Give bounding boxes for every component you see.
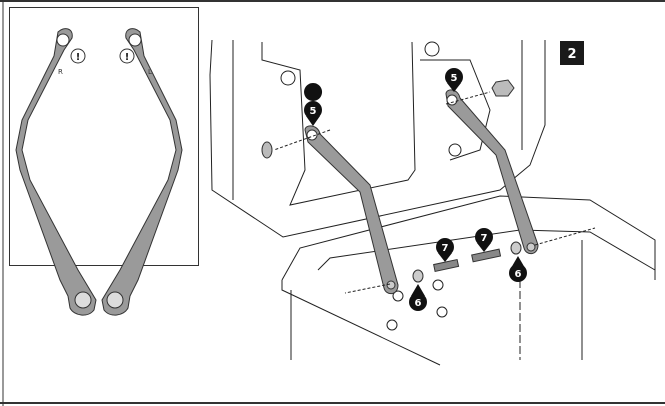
svg-text:7: 7 [442,243,449,254]
washer-left [412,269,424,283]
svg-text:2: 2 [567,47,576,62]
warning-icon: ! [70,48,86,64]
inset-panel: R L ! ! [9,7,199,316]
callout-5-left: 5 [304,83,323,126]
warning-icon: ! [119,48,135,64]
step-badge: 2 [560,41,584,65]
svg-text:5: 5 [451,73,458,84]
lower-case-illustration [281,195,656,366]
callout-6-right: 6 [509,256,527,282]
callout-6-left: 6 [409,284,427,311]
nut-top-right [491,79,515,97]
svg-text:5: 5 [310,106,317,117]
callout-7-left: 7 [436,238,454,262]
left-bracket-inset [101,28,183,316]
nut-left [261,141,273,159]
bracket-left [304,125,399,295]
screw-left [433,258,460,273]
svg-text:6: 6 [415,298,422,309]
svg-text:6: 6 [515,269,522,280]
screw-right [471,248,502,263]
svg-text:7: 7 [481,233,488,244]
svg-text:!: ! [125,52,130,63]
svg-text:!: ! [76,52,81,63]
washer-right [510,241,522,255]
callout-7-right: 7 [475,228,493,252]
l-mark: L [148,68,152,76]
callout-5-right: 5 [445,68,463,92]
right-bracket-inset [15,28,97,316]
top-case-illustration [209,39,546,238]
bracket-right [445,89,539,255]
r-mark: R [58,68,63,76]
